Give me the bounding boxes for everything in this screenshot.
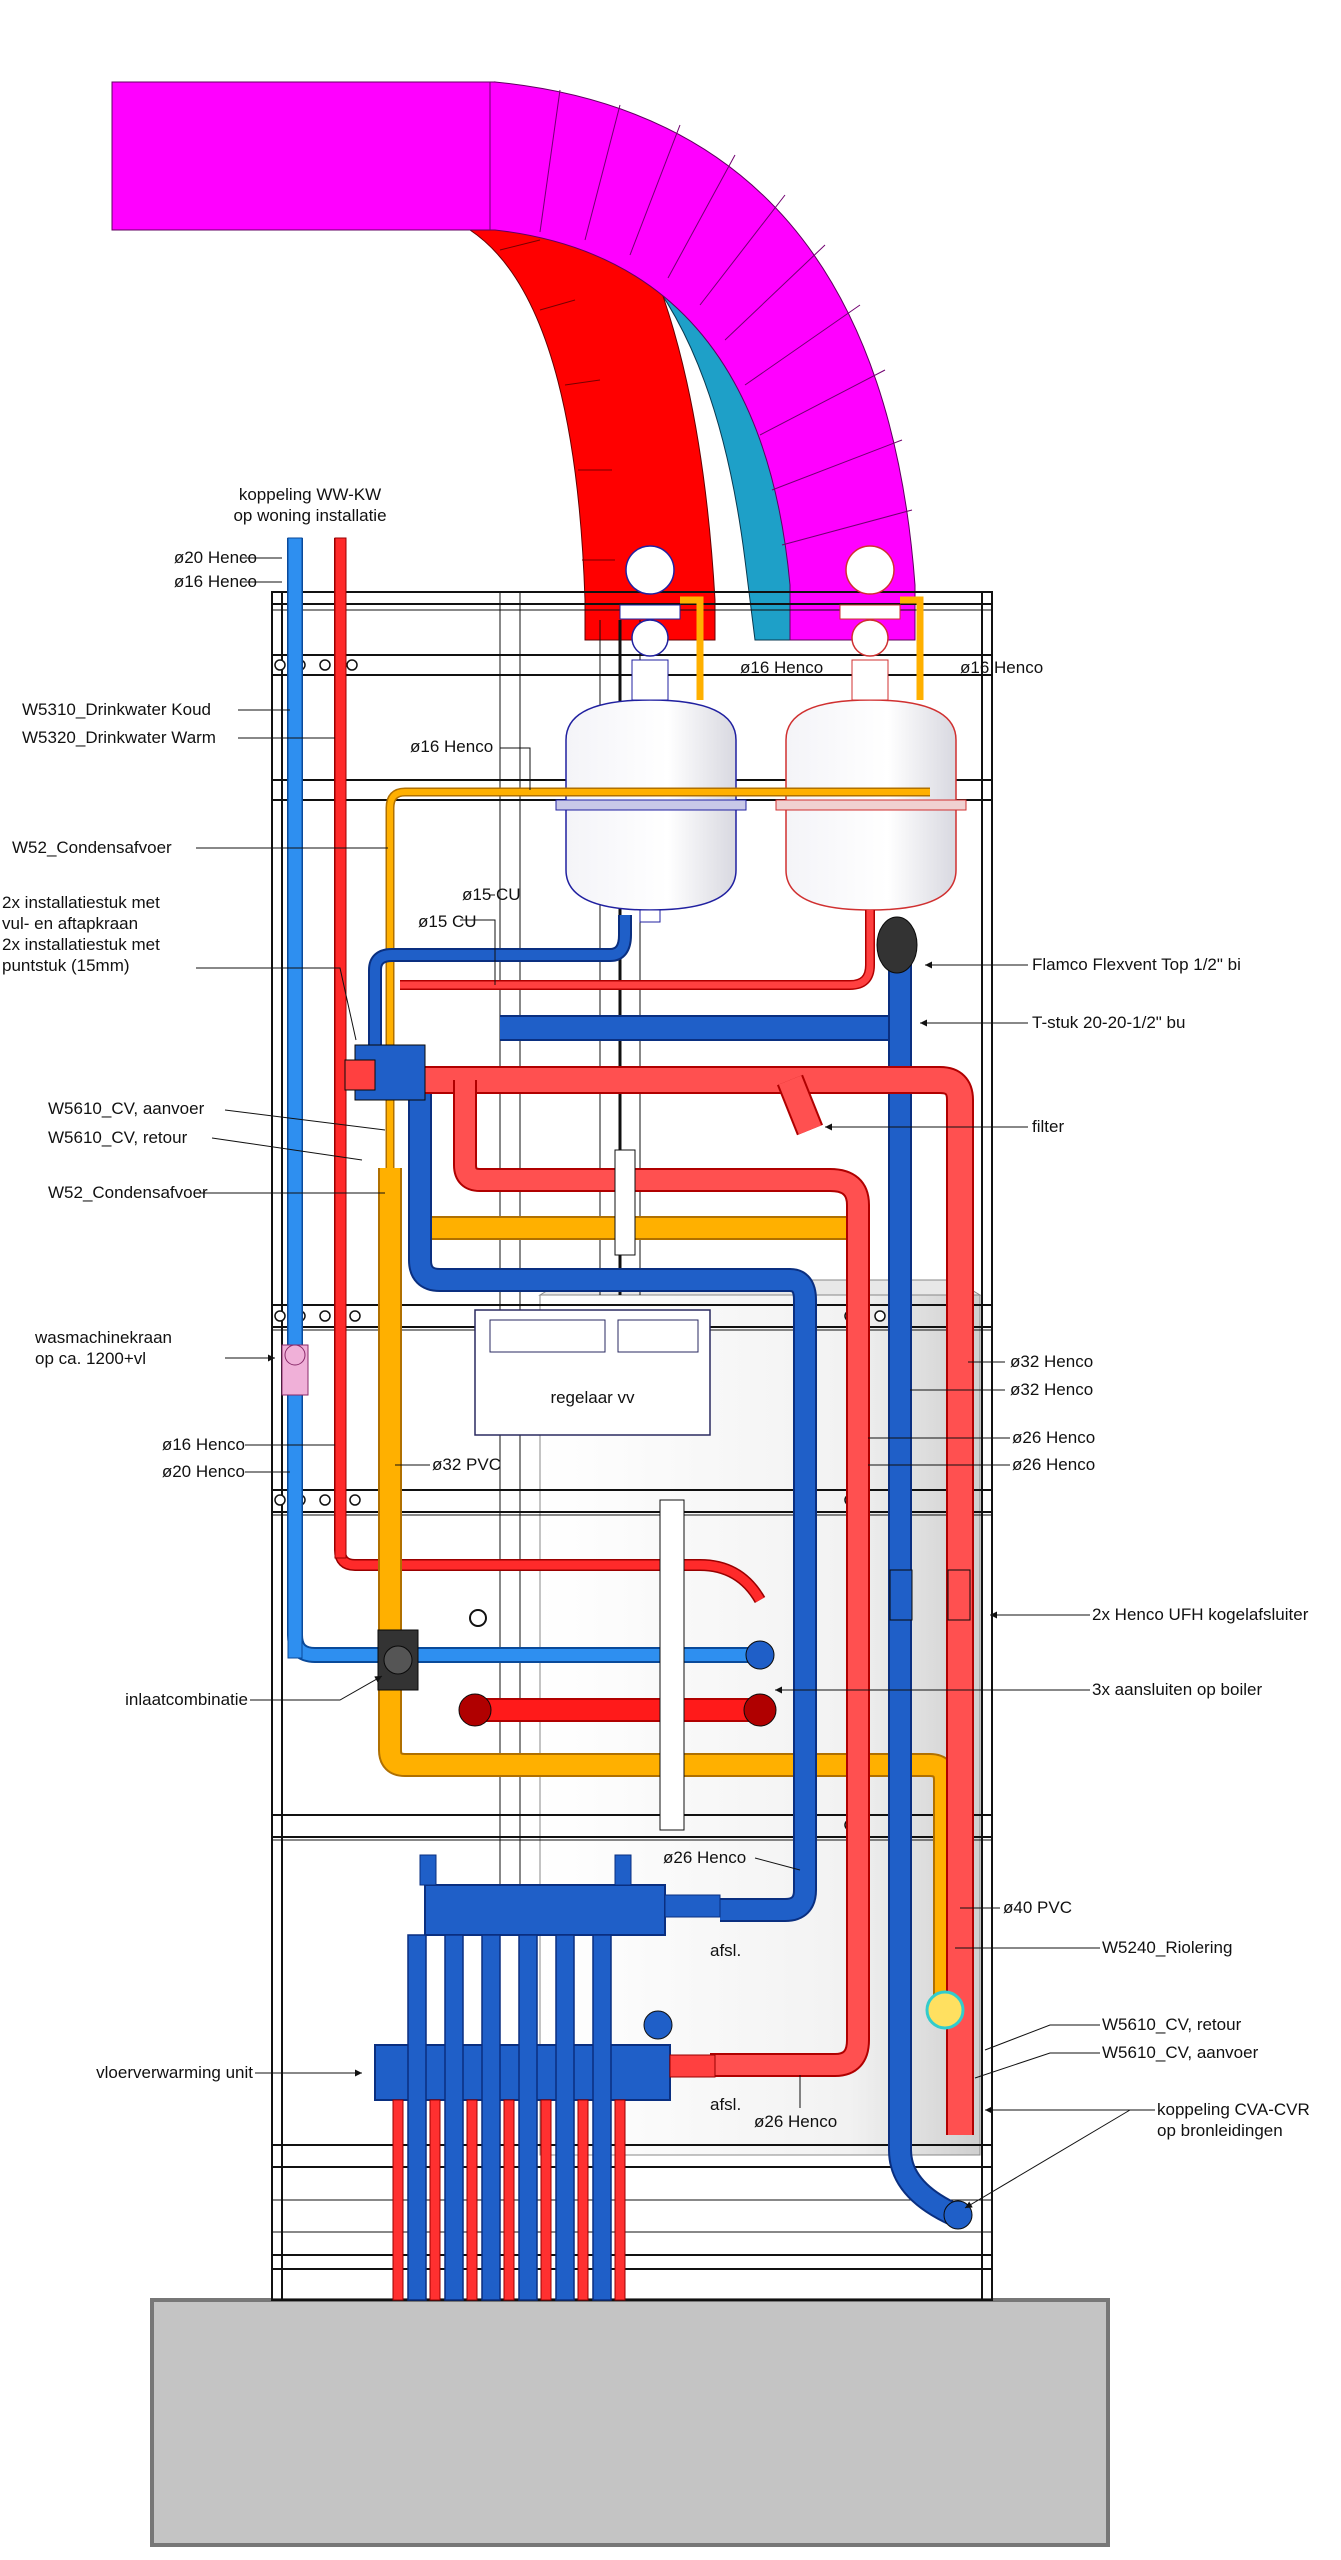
label-d16-henco-top: ø16 Henco <box>173 572 257 591</box>
label-koppeling-cva-cvr-line2: op bronleidingen <box>1157 2121 1283 2140</box>
label-koppeling-cva-cvr: koppeling CVA-CVR op bronleidingen <box>1157 2099 1310 2141</box>
label-w5610-aanvoer-bot: W5610_CV, aanvoer <box>1102 2043 1259 2062</box>
label-wasmachinekraan-line2: op ca. 1200+vl <box>35 1349 147 1368</box>
label-filter: filter <box>1032 1117 1065 1136</box>
label-wasmachinekraan: wasmachinekraan op ca. 1200+vl <box>35 1327 172 1369</box>
leader-lines <box>196 557 1155 2209</box>
label-installatiestuk: 2x installatiestuk met vul- en aftapkraa… <box>2 892 160 976</box>
label-d26-henco-2: ø26 Henco <box>1012 1455 1096 1474</box>
label-wasmachinekraan-line1: wasmachinekraan <box>35 1328 173 1347</box>
ventilation-ducts <box>111 81 916 641</box>
label-d26-henco-man: ø26 Henco <box>663 1848 747 1867</box>
label-d20-henco-top: ø20 Henco <box>173 548 257 567</box>
vessel-connection-pipes <box>680 596 924 700</box>
label-installatiestuk-line4: puntstuk (15mm) <box>2 956 130 975</box>
label-d15-cu-2: ø15 CU <box>418 912 477 931</box>
label-d40-pvc: ø40 PVC <box>1003 1898 1072 1917</box>
label-d15-cu-1: ø15 CU <box>462 885 521 904</box>
label-koppeling-cva-cvr-line1: koppeling CVA-CVR <box>1157 2100 1310 2119</box>
label-koppeling-ww-kw-line2: op woning installatie <box>233 506 387 525</box>
label-w52-condensafvoer-2: W52_Condensafvoer <box>48 1183 208 1202</box>
expansion-vessel-hot <box>775 545 967 911</box>
base-block <box>150 2298 1110 2547</box>
label-w52-condensafvoer-1: W52_Condensafvoer <box>12 838 172 857</box>
label-d20-henco-left: ø20 Henco <box>161 1462 245 1481</box>
label-w5610-retour-top: W5610_CV, retour <box>48 1128 188 1147</box>
label-aansluiten-boiler: 3x aansluiten op boiler <box>1092 1680 1263 1699</box>
label-w5320: W5320_Drinkwater Warm <box>22 728 216 747</box>
label-regelaar: regelaar vv <box>550 1388 635 1407</box>
label-afsl-top: afsl. <box>710 1941 742 1960</box>
label-d26-henco-bot: ø26 Henco <box>754 2112 838 2131</box>
label-installatiestuk-line1: 2x installatiestuk met <box>2 893 160 912</box>
label-d32-henco-1: ø32 Henco <box>1010 1352 1094 1371</box>
label-koppeling-ww-kw: koppeling WW-KW op woning installatie <box>220 484 400 526</box>
fittings <box>281 916 973 2230</box>
label-tstuk: T-stuk 20-20-1/2" bu <box>1032 1013 1186 1032</box>
label-d32-pvc: ø32 PVC <box>432 1455 501 1474</box>
label-afsl-bot: afsl. <box>710 2095 742 2114</box>
regelaar-vv <box>474 1309 711 1436</box>
magenta-duct <box>111 81 916 641</box>
label-flamco: Flamco Flexvent Top 1/2" bi <box>1032 955 1241 974</box>
label-d26-henco-1: ø26 Henco <box>1012 1428 1096 1447</box>
label-w5610-aanvoer-top: W5610_CV, aanvoer <box>48 1099 205 1118</box>
label-d16-henco-exp-left: ø16 Henco <box>740 658 824 677</box>
label-d32-henco-2: ø32 Henco <box>1010 1380 1094 1399</box>
label-w5310: W5310_Drinkwater Koud <box>22 700 211 719</box>
vloerverwarming-manifold <box>374 1854 721 2301</box>
label-d16-henco-exp-right: ø16 Henco <box>960 658 1044 677</box>
expansion-vessel-cv <box>555 545 747 923</box>
label-w5240: W5240_Riolering <box>1102 1938 1233 1957</box>
label-d16-henco-cond: ø16 Henco <box>410 737 494 756</box>
label-installatiestuk-line2: vul- en aftapkraan <box>2 914 139 933</box>
label-kogelafsluiter: 2x Henco UFH kogelafsluiter <box>1092 1605 1309 1624</box>
label-w5610-retour-bot: W5610_CV, retour <box>1102 2015 1242 2034</box>
label-koppeling-ww-kw-line1: koppeling WW-KW <box>238 485 382 504</box>
label-d16-henco-left: ø16 Henco <box>161 1435 245 1454</box>
label-installatiestuk-line3: 2x installatiestuk met <box>2 935 160 954</box>
label-vloerverwarming: vloerverwarming unit <box>96 2063 253 2082</box>
label-inlaatcombinatie: inlaatcombinatie <box>125 1690 248 1709</box>
